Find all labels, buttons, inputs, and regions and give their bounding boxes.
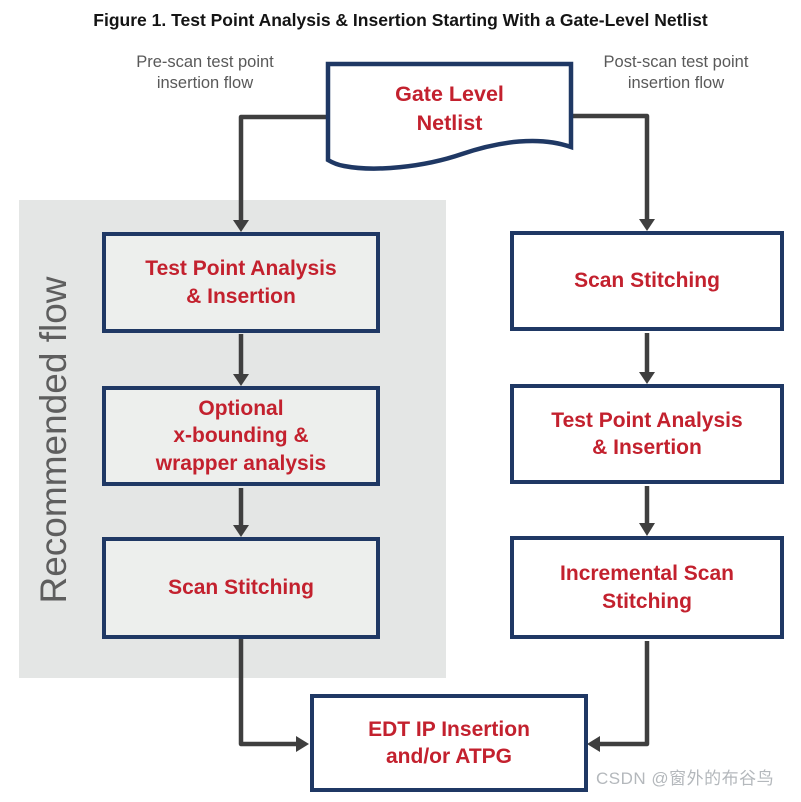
node-edt-ip-insertion-atpg: EDT IP Insertion and/or ATPG xyxy=(310,694,588,792)
csdn-watermark: CSDN @窗外的布谷鸟 xyxy=(596,769,775,788)
arrowhead-down-icon xyxy=(639,523,655,536)
connector-right-to-end xyxy=(599,641,650,747)
document-shape xyxy=(325,61,574,171)
arrowhead-down-icon xyxy=(233,374,249,386)
arrowhead-down-icon xyxy=(233,525,249,537)
node-optional-xbounding-wrapper: Optional x-bounding & wrapper analysis xyxy=(102,386,380,486)
arrowhead-down-icon xyxy=(233,220,249,232)
connector-left-to-end xyxy=(238,639,297,747)
arrowhead-left-icon xyxy=(587,736,600,752)
node-test-point-analysis-post: Test Point Analysis & Insertion xyxy=(510,384,784,484)
pre-scan-flow-label: Pre-scan test point insertion flow xyxy=(136,53,274,93)
node-incremental-scan-stitching: Incremental Scan Stitching xyxy=(510,536,784,639)
figure-title: Figure 1. Test Point Analysis & Insertio… xyxy=(93,10,708,30)
arrowhead-down-icon xyxy=(639,219,655,231)
arrowhead-right-icon xyxy=(296,736,309,752)
connector-netlist-to-left xyxy=(238,114,328,221)
post-scan-flow-label: Post-scan test point insertion flow xyxy=(603,53,749,93)
node-test-point-analysis-pre: Test Point Analysis & Insertion xyxy=(102,232,380,333)
node-scan-stitching-post: Scan Stitching xyxy=(510,231,784,331)
connector-netlist-to-right xyxy=(571,113,650,220)
arrowhead-down-icon xyxy=(639,372,655,384)
gate-level-netlist-node: Gate Level Netlist xyxy=(395,82,504,136)
node-scan-stitching-pre: Scan Stitching xyxy=(102,537,380,639)
